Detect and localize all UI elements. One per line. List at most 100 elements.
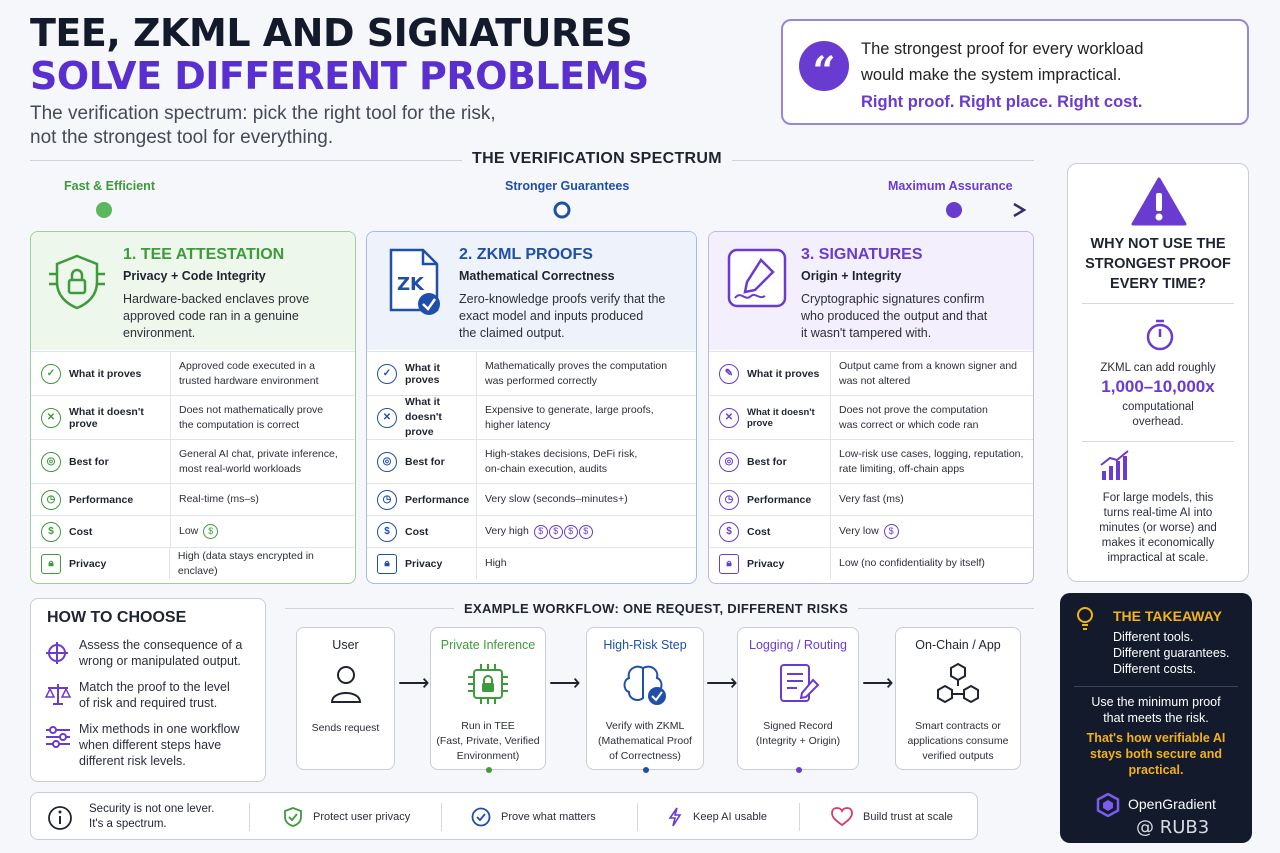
- dollar-icon: $: [719, 521, 739, 542]
- warning-icon: [1131, 177, 1187, 226]
- row-label: Performance: [747, 493, 812, 506]
- spectrum-line: [96, 201, 1027, 219]
- workflow-title: EXAMPLE WORKFLOW: ONE REQUEST, DIFFERENT…: [454, 601, 859, 616]
- why-title-3: EVERY TIME?: [1110, 276, 1206, 292]
- takeaway-mid-1: Use the minimum proof: [1091, 695, 1221, 709]
- sliders-icon: [46, 726, 70, 748]
- card-zkml: ZK 2. ZKML PROOFS Mathematical Correctne…: [366, 231, 697, 584]
- takeaway-line-3: Different costs.: [1113, 662, 1197, 676]
- why-title-2: STRONGEST PROOF: [1085, 256, 1231, 272]
- card-zkml-title: 2. ZKML PROOFS: [459, 246, 593, 263]
- info-icon: [48, 806, 72, 830]
- subtitle-line-2: not the strongest tool for everything.: [30, 127, 334, 148]
- step-desc-3: verified outputs: [922, 750, 994, 762]
- watermark-text: @ RUB3: [1136, 817, 1210, 838]
- table-row: ✎What it proves Output came from a known…: [709, 351, 1033, 395]
- divider: [1082, 303, 1234, 304]
- takeaway-line-2: Different guarantees.: [1113, 646, 1230, 660]
- takeaway-title: THE TAKEAWAY: [1113, 608, 1222, 624]
- step-desc-2: (Integrity + Origin): [755, 735, 841, 747]
- table-row: $Cost Low$: [31, 515, 355, 547]
- row-value-1: Very slow (seconds–minutes+): [485, 493, 628, 505]
- row-label: prove: [405, 426, 434, 438]
- takeaway-gold-3: practical.: [1128, 763, 1184, 777]
- row-value-1: Low (no confidentiality by itself): [839, 557, 985, 569]
- check-circle-icon: ✓: [377, 363, 397, 384]
- step-title: On-Chain / App: [915, 638, 1001, 652]
- why-p-4: makes it economically: [1101, 537, 1215, 549]
- table-row: ✓What it proves Approved code executed i…: [31, 351, 355, 395]
- workflow-step-logging: Logging / Routing Signed Record (Integri…: [737, 627, 859, 773]
- table-row: ◎Best for Low-risk use cases, logging, r…: [709, 439, 1033, 483]
- card-zkml-subtitle: Mathematical Correctness: [459, 269, 615, 283]
- quote-accent: Right proof. Right place. Right cost.: [861, 93, 1143, 111]
- why-p-5: impractical at scale.: [1107, 552, 1209, 564]
- card-sig-subtitle: Origin + Integrity: [801, 269, 902, 283]
- takeaway-line-1: Different tools.: [1113, 630, 1194, 644]
- how-item-2-line-1: Match the proof to the level: [79, 680, 230, 694]
- why-title-1: WHY NOT USE THE: [1090, 236, 1226, 252]
- spectrum-title: THE VERIFICATION SPECTRUM: [462, 150, 732, 168]
- step-desc-3: of Correctness): [609, 750, 681, 762]
- x-circle-icon: ✕: [41, 407, 61, 428]
- user-icon: [330, 666, 361, 703]
- row-value-2: was not altered: [839, 374, 911, 387]
- arrow-icon: ⟶: [549, 670, 581, 695]
- pen-icon: ✎: [719, 363, 739, 384]
- lock-icon: 🔒︎: [41, 553, 61, 574]
- takeaway-gold-2: stays both secure and: [1090, 747, 1222, 761]
- row-label: Best for: [69, 455, 109, 468]
- chip-lock-icon: [468, 664, 508, 704]
- opengradient-logo-icon: [1096, 793, 1120, 817]
- table-row: ✓ What it proves Mathematically proves th…: [367, 351, 696, 395]
- lock-icon: 🔒︎: [719, 553, 739, 574]
- divider: [441, 803, 442, 831]
- row-value-2: rate limiting, off-chain apps: [839, 462, 965, 475]
- divider: [799, 803, 800, 831]
- arrow-icon: ⟶: [706, 670, 738, 695]
- step-desc-2: applications consume: [907, 735, 1009, 747]
- row-label: Best for: [405, 455, 445, 468]
- step-desc-3: Environment): [456, 750, 520, 762]
- row-value-1: Expensive to generate, large proofs,: [485, 403, 654, 416]
- divider: [1074, 686, 1238, 687]
- bottom-item-prove: Prove what matters: [471, 793, 596, 841]
- how-title: HOW TO CHOOSE: [47, 609, 187, 626]
- bottom-item-label: Prove what matters: [501, 811, 596, 823]
- row-label: Cost: [69, 525, 93, 538]
- brain-check-icon: [623, 665, 666, 705]
- table-row: 🔒︎Privacy High: [367, 547, 696, 579]
- title-line-1: TEE, ZKML AND SIGNATURES: [30, 11, 633, 55]
- lock-icon: 🔒︎: [377, 553, 397, 574]
- row-value-1: Mathematically proves the computation: [485, 359, 668, 372]
- divider: [1082, 441, 1234, 442]
- row-value-2: was performed correctly: [485, 374, 598, 387]
- card-zkml-desc-1: Zero-knowledge proofs verify that the: [459, 292, 666, 306]
- table-row: ◷Performance Real-time (ms–s): [31, 483, 355, 515]
- spectrum-dot-left: [96, 202, 112, 218]
- dollar-icon: $: [377, 521, 397, 542]
- why-zk-big: 1,000–10,000x: [1101, 377, 1215, 396]
- card-sig-desc-2: who produced the output and that: [801, 309, 988, 323]
- card-zkml-desc-3: the claimed output.: [459, 326, 565, 340]
- row-value-1: Does not mathematically prove: [179, 403, 324, 416]
- row-value-1: Low-risk use cases, logging, reputation,: [839, 447, 1024, 460]
- row-value-1: Very high: [485, 525, 529, 537]
- bottom-bar: Security is not one lever. It's a spectr…: [30, 792, 978, 840]
- crosshair-icon: [46, 642, 68, 664]
- row-label: What it proves: [405, 361, 440, 386]
- why-panel: WHY NOT USE THE STRONGEST PROOF EVERY TI…: [1067, 163, 1249, 582]
- bottom-lead-2: It's a spectrum.: [89, 818, 167, 830]
- card-sig-title: 3. SIGNATURES: [801, 246, 923, 263]
- target-icon: ◎: [377, 451, 397, 472]
- row-value-2: trusted hardware environment: [179, 374, 319, 387]
- spectrum-label-left: Fast & Efficient: [64, 179, 155, 193]
- step-desc-1: Signed Record: [763, 720, 833, 732]
- row-label: Privacy: [405, 557, 443, 570]
- row-label: Cost: [405, 525, 429, 538]
- row-label: What it doesn't: [405, 396, 442, 423]
- stopwatch-icon: [1146, 319, 1174, 351]
- shield-chip-icon: [49, 254, 105, 310]
- status-dot: [486, 767, 492, 773]
- step-desc-2: (Mathematical Proof: [598, 735, 692, 747]
